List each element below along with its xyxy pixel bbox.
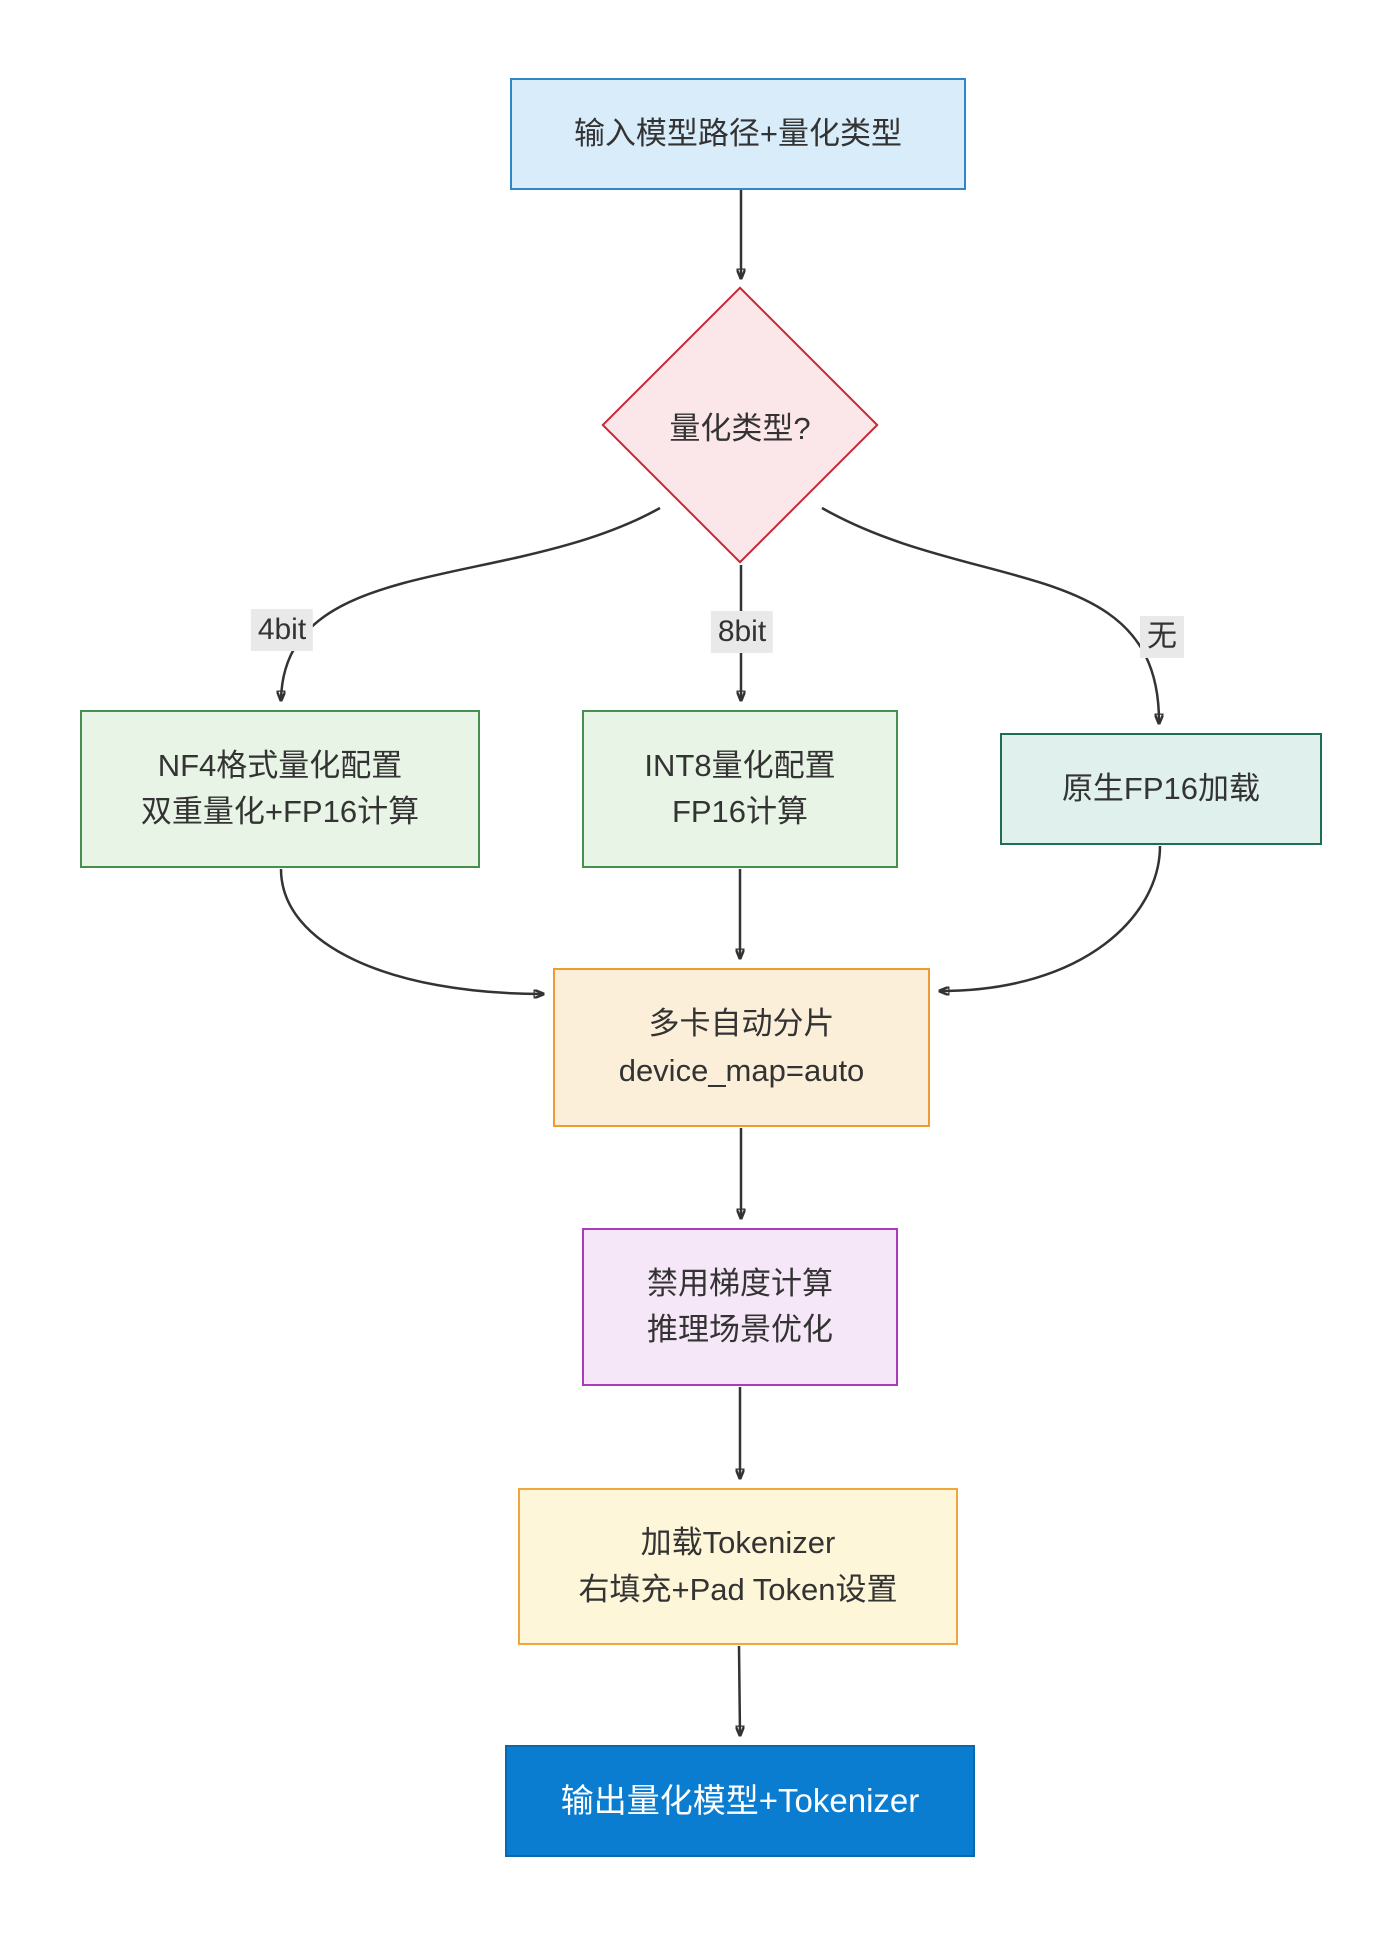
node-fp16-native-load: 原生FP16加载	[1000, 733, 1322, 845]
arrow-fp16-to-device-map	[940, 845, 1162, 991]
edge-label-none: 无	[1140, 616, 1184, 658]
node-disable-grad: 禁用梯度计算 推理场景优化	[582, 1228, 898, 1386]
node-input-model-path: 输入模型路径+量化类型	[510, 78, 966, 190]
node-fp16-native-load-label: 原生FP16加载	[1061, 770, 1261, 806]
node-load-tokenizer-line2: 右填充+Pad Token设置	[578, 1571, 898, 1607]
node-int8-config-line1: INT8量化配置	[644, 747, 836, 783]
node-load-tokenizer: 加载Tokenizer 右填充+Pad Token设置	[518, 1488, 958, 1645]
arrow-decision-to-nf4	[281, 506, 661, 700]
node-nf4-config: NF4格式量化配置 双重量化+FP16计算	[80, 710, 480, 868]
node-quant-type-decision-label: 量化类型?	[669, 410, 811, 446]
arrow-tokenizer-to-output	[739, 1645, 740, 1735]
node-output-model-label: 输出量化模型+Tokenizer	[560, 1782, 920, 1820]
node-input-model-path-label: 输入模型路径+量化类型	[573, 115, 903, 151]
node-disable-grad-line2: 推理场景优化	[647, 1312, 833, 1347]
arrow-decision-to-fp16	[821, 506, 1159, 723]
node-quant-type-decision: 量化类型?	[601, 286, 879, 564]
node-disable-grad-line1: 禁用梯度计算	[647, 1265, 833, 1301]
edge-label-8bit: 8bit	[710, 611, 774, 653]
node-nf4-config-line1: NF4格式量化配置	[157, 747, 403, 783]
node-int8-config-line2: FP16计算	[671, 794, 809, 829]
node-device-map-auto-line2: device_map=auto	[618, 1052, 865, 1088]
node-device-map-auto-line1: 多卡自动分片	[648, 1006, 835, 1041]
node-output-model: 输出量化模型+Tokenizer	[505, 1745, 975, 1857]
node-load-tokenizer-line1: 加载Tokenizer	[640, 1525, 836, 1560]
node-device-map-auto: 多卡自动分片 device_map=auto	[553, 968, 930, 1127]
node-int8-config: INT8量化配置 FP16计算	[582, 710, 898, 868]
node-nf4-config-line2: 双重量化+FP16计算	[140, 794, 420, 829]
edge-label-4bit: 4bit	[250, 609, 314, 651]
arrow-nf4-to-device-map	[279, 868, 543, 994]
